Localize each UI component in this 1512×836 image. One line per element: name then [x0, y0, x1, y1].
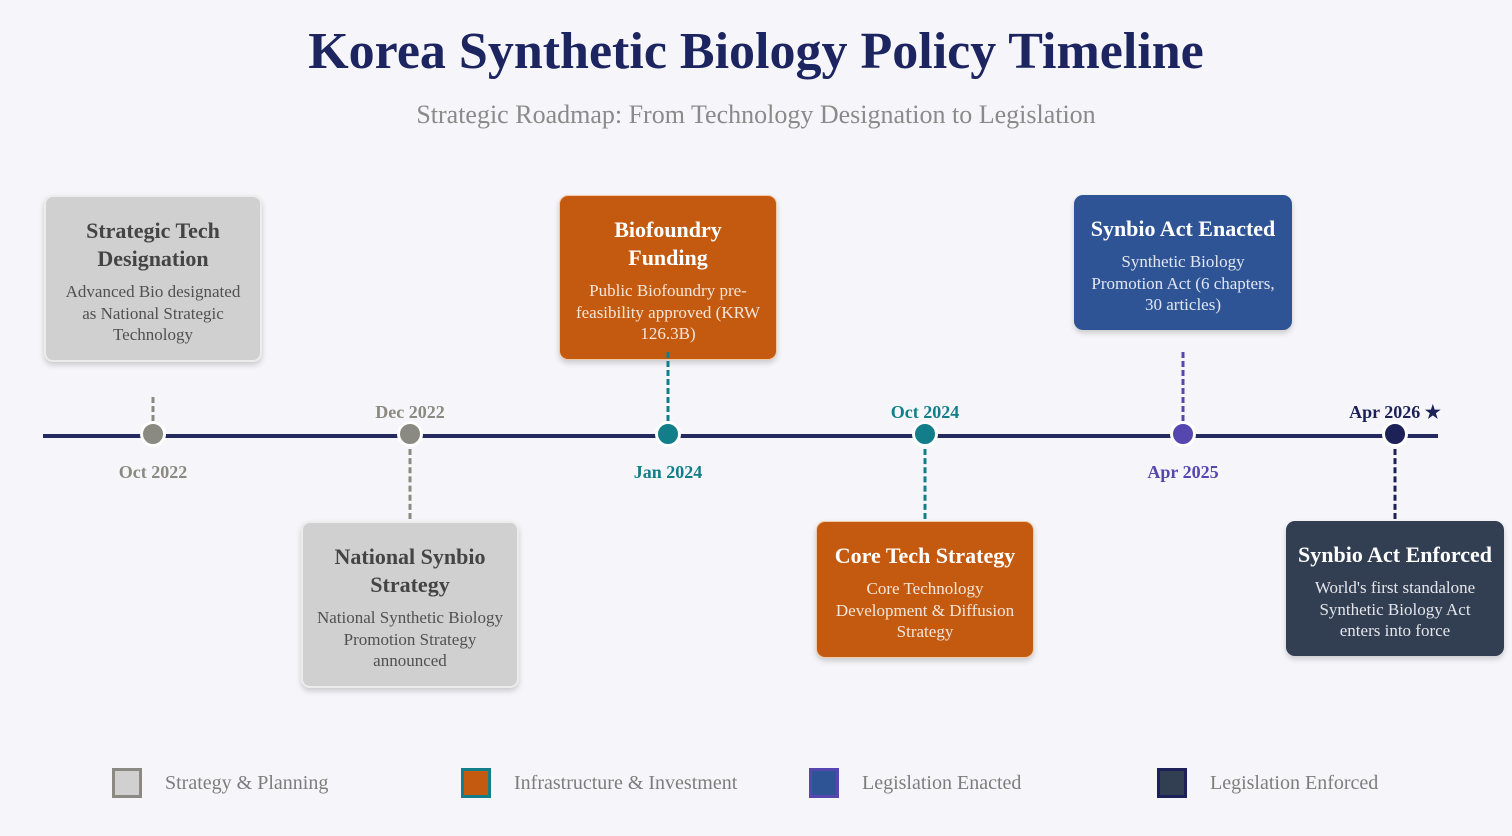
legend-swatch: [809, 768, 839, 798]
legend-label: Strategy & Planning: [165, 772, 329, 794]
timeline-axis: [43, 434, 1438, 438]
legend-swatch: [461, 768, 491, 798]
event-marker: [397, 421, 423, 447]
event-date: Oct 2022: [118, 462, 188, 482]
event-marker: [1170, 421, 1196, 447]
event-description: Core Technology Development & Diffusion …: [835, 579, 1015, 641]
legend-label: Infrastructure & Investment: [514, 772, 738, 794]
event-card: Synbio Act Enacted Synthetic Biology Pro…: [1074, 195, 1292, 330]
event-card: Strategic Tech Designation Advanced Bio …: [44, 195, 262, 362]
event-title: Synbio Act Enacted: [1090, 216, 1276, 241]
event-date: Apr 2025: [1147, 462, 1219, 482]
event-description: National Synthetic Biology Promotion Str…: [316, 608, 504, 670]
event-date: Apr 2026 ★: [1349, 402, 1441, 422]
event-title: Biofoundry Funding: [614, 217, 722, 270]
event-description: Advanced Bio designated as National Stra…: [65, 282, 241, 344]
event-title: Synbio Act Enforced: [1298, 542, 1492, 567]
event-card: Core Tech Strategy Core Technology Devel…: [816, 521, 1034, 658]
event-connector: [1181, 352, 1185, 421]
page-title: Korea Synthetic Biology Policy Timeline: [308, 23, 1204, 80]
event-marker: [140, 421, 166, 447]
event-marker: [1382, 421, 1408, 447]
page-subtitle: Strategic Roadmap: From Technology Desig…: [416, 100, 1096, 129]
legend-label: Legislation Enacted: [862, 772, 1022, 794]
event-description: Public Biofoundry pre-feasibility approv…: [575, 281, 761, 343]
event-connector: [151, 397, 155, 421]
event-title: National Synbio Strategy: [334, 544, 486, 597]
event-title: Core Tech Strategy: [834, 543, 1016, 568]
event-marker: [655, 421, 681, 447]
event-connector: [1393, 449, 1397, 519]
event-date: Jan 2024: [633, 462, 703, 482]
legend-swatch: [112, 768, 142, 798]
event-card: Biofoundry Funding Public Biofoundry pre…: [559, 195, 777, 360]
event-connector: [923, 449, 927, 519]
event-title: Strategic Tech Designation: [86, 218, 220, 271]
legend-swatch: [1157, 768, 1187, 798]
event-connector: [408, 449, 412, 519]
event-date: Dec 2022: [375, 402, 445, 422]
legend-label: Legislation Enforced: [1210, 772, 1379, 794]
event-date: Oct 2024: [890, 402, 960, 422]
event-description: World's first standalone Synthetic Biolo…: [1314, 578, 1476, 640]
event-description: Synthetic Biology Promotion Act (6 chapt…: [1091, 252, 1275, 314]
event-card: Synbio Act Enforced World's first standa…: [1286, 521, 1504, 656]
event-card: National Synbio Strategy National Synthe…: [301, 521, 519, 688]
event-connector: [666, 352, 670, 421]
event-marker: [912, 421, 938, 447]
